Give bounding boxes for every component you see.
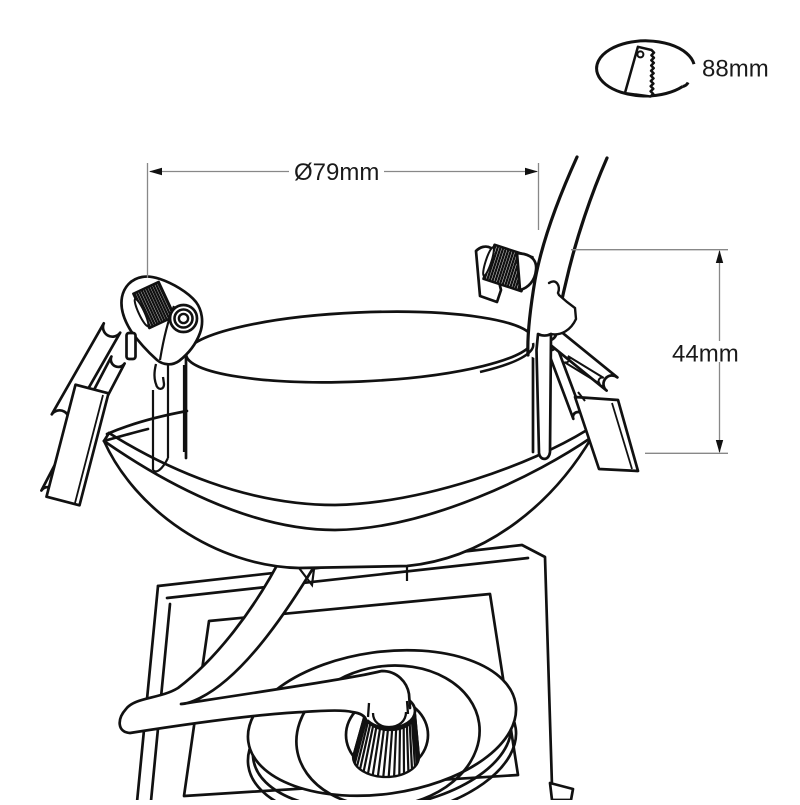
svg-text:44mm: 44mm bbox=[672, 341, 739, 368]
svg-text:88mm: 88mm bbox=[702, 56, 769, 83]
svg-text:Ø79mm: Ø79mm bbox=[294, 159, 379, 186]
